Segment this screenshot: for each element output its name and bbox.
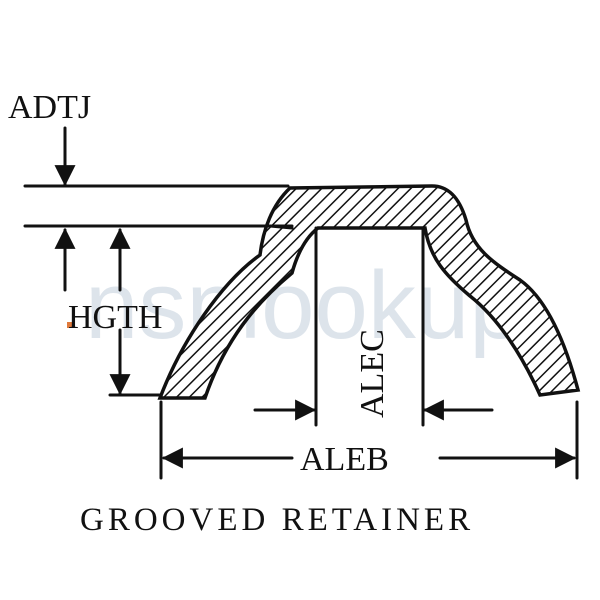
retainer-profile [157,184,581,400]
aleb-label: ALEB [300,441,389,478]
adtj-label: ADTJ [8,89,91,126]
diagram-caption: GROOVED RETAINER [80,502,474,538]
alec-label: ALEC [354,329,391,418]
hgth-label: HGTH [68,299,162,336]
marker-dot [67,322,72,328]
